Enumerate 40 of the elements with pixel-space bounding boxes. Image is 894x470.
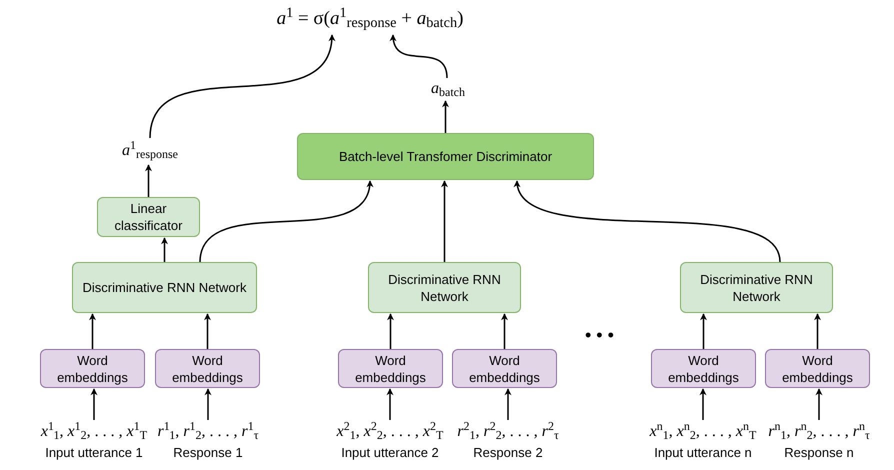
arrow <box>90 388 98 420</box>
arrow <box>390 34 448 78</box>
process-box: Discriminative RNN Network <box>368 262 521 313</box>
math-label: a$_{batch}$ <box>420 78 476 100</box>
input-caption: Input utterance n <box>654 444 752 462</box>
embedding-box: Word embeddings <box>155 349 260 388</box>
input-caption: Input utterance 1 <box>45 444 143 462</box>
input-caption: Response n <box>784 444 854 462</box>
arrow <box>441 180 448 262</box>
input-caption: Input utterance 2 <box>341 444 439 462</box>
embedding-box: Word embeddings <box>40 349 145 388</box>
process-box: Batch-level Transfomer Discriminator <box>297 133 594 180</box>
embedding-box: Word embeddings <box>338 349 443 388</box>
arrow <box>199 180 372 262</box>
arrow <box>504 388 512 420</box>
arrow <box>204 313 211 349</box>
arrow <box>442 100 449 133</box>
embedding-box: Word embeddings <box>765 349 870 388</box>
embedding-box: Word embeddings <box>452 349 557 388</box>
process-box: Linear classificator <box>97 197 200 237</box>
input-caption: Response 2 <box>473 444 543 462</box>
embedding-box: Word embeddings <box>651 349 756 388</box>
arrow <box>386 388 394 420</box>
ellipsis-label: • • • <box>585 324 614 347</box>
arrow <box>161 237 168 262</box>
arrow <box>204 388 212 420</box>
arrow <box>89 313 96 349</box>
math-label: a$^{1}$ = σ(a$^{1}$$_{response}$ + a$_{batch}$) <box>262 4 478 34</box>
arrow <box>387 313 394 349</box>
arrow <box>816 388 822 420</box>
arrow <box>501 313 508 349</box>
process-box: Discriminative RNN Network <box>72 262 257 313</box>
arrow <box>700 313 707 349</box>
arrow <box>145 164 152 197</box>
process-box: Discriminative RNN Network <box>680 262 833 313</box>
arrow <box>149 34 334 138</box>
arrow <box>700 388 706 420</box>
arrow <box>814 313 821 349</box>
arrow <box>516 180 781 262</box>
input-caption: Response 1 <box>173 444 243 462</box>
